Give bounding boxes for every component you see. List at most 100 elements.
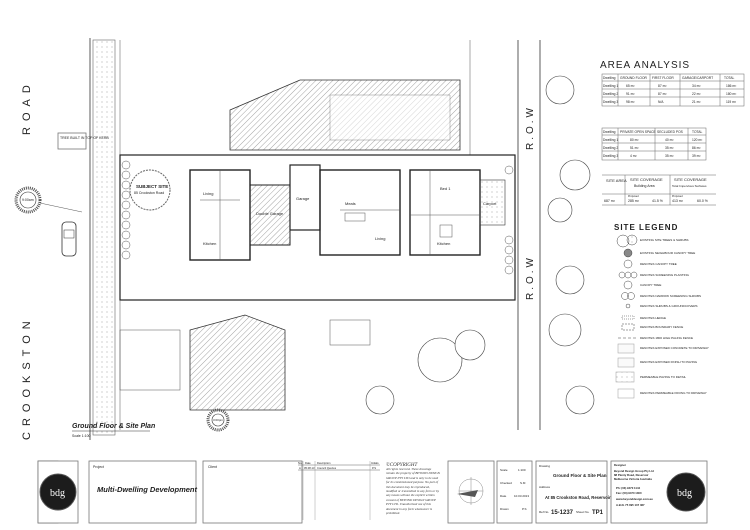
svg-text:34 m²: 34 m² — [692, 84, 701, 88]
legend-item: CANOPY TREE — [623, 280, 661, 290]
svg-text:SITE COVERAGE: SITE COVERAGE — [630, 177, 663, 182]
crookston-road: ROAD CROOKSTON TREE BUILT IN TOP OF KERB… — [14, 38, 116, 440]
svg-text:Meals: Meals — [345, 201, 356, 206]
legend-item: EXISTING NEIGHBOUR CANOPY TREE — [623, 248, 695, 258]
svg-text:At 85 Crookston Road, Reservoi: At 85 Crookston Road, Reservoir — [545, 495, 611, 500]
svg-text:10.03.2013: 10.03.2013 — [514, 494, 529, 498]
svg-text:87 m²: 87 m² — [658, 92, 667, 96]
svg-text:98 m²: 98 m² — [626, 100, 635, 104]
svg-text:Kitchen: Kitchen — [437, 241, 450, 246]
svg-text:Sheet No.: Sheet No. — [576, 510, 590, 514]
svg-text:SECLUDED POS: SECLUDED POS — [657, 130, 684, 134]
legend-item: DENOTES EXPOSED CONCRETE TO DRIVEWAY — [617, 343, 709, 354]
svg-text:1:100: 1:100 — [518, 468, 526, 472]
svg-text:Fax: (03) 9470 1300: Fax: (03) 9470 1300 — [616, 491, 642, 495]
svg-text:Ph: (03) 9470 1144: Ph: (03) 9470 1144 — [616, 486, 641, 490]
area-analysis-title: AREA ANALYSIS — [600, 60, 690, 71]
svg-text:Scale: Scale — [500, 468, 508, 472]
svg-text:15-1237: 15-1237 — [551, 510, 574, 516]
legend-item: DENOTES EXPOSED FINISH TO PAVING — [617, 357, 698, 368]
svg-text:Description: Description — [317, 461, 331, 465]
svg-text:Ref No.: Ref No. — [539, 510, 549, 514]
svg-text:65 m²: 65 m² — [626, 84, 635, 88]
footpath — [92, 39, 116, 436]
svg-text:N/A: N/A — [658, 100, 664, 104]
legend-item: DENOTES 1800 HIGH PALING FENCE — [618, 336, 693, 340]
svg-text:Proposed: Proposed — [672, 195, 683, 198]
svg-text:Client: Client — [208, 465, 217, 469]
svg-text:05.08.13: 05.08.13 — [304, 466, 315, 470]
svg-text:A: A — [299, 466, 301, 470]
svg-text:Project: Project — [93, 465, 104, 469]
svg-text:DENOTES NARROW SCREENING SHRUB: DENOTES NARROW SCREENING SHRUBS — [640, 294, 701, 298]
svg-text:91 m²: 91 m² — [626, 92, 635, 96]
svg-text:40 m²: 40 m² — [665, 138, 674, 142]
drawing-box — [535, 460, 608, 524]
road-name-top: ROAD — [21, 79, 33, 135]
svg-text:Total Impervious Surfaces: Total Impervious Surfaces — [672, 184, 707, 188]
svg-text:120 m²: 120 m² — [692, 138, 703, 142]
svg-text:S.M: S.M — [520, 481, 526, 485]
svg-text:DENOTES BOUNDARY FENCE: DENOTES BOUNDARY FENCE — [640, 325, 683, 329]
drawing-title: Ground Floor & Site Plan — [72, 423, 155, 430]
svg-text:51 m²: 51 m² — [630, 146, 639, 150]
svg-text:DENOTES SCREENING PLANTING: DENOTES SCREENING PLANTING — [640, 273, 690, 277]
north-arrow-icon — [447, 460, 495, 524]
svg-text:35 m²: 35 m² — [665, 146, 674, 150]
svg-text:Dwelling 2: Dwelling 2 — [603, 146, 618, 150]
legend-item: DENOTES SHRUBS & GROUNDCOVERS — [625, 303, 698, 309]
car-icon — [61, 221, 77, 257]
copyright-text: All rights reserved. These drawings rema… — [386, 467, 440, 516]
neighbour-house-south: 3:00pm — [119, 300, 486, 432]
svg-text:Date: Date — [305, 461, 311, 465]
legend-item: DENOTES BOUNDARY FENCE — [621, 323, 683, 331]
svg-text:285 m²: 285 m² — [628, 199, 640, 203]
street-note: TREE BUILT IN TOP OF KERB — [57, 132, 109, 150]
svg-text:86 m²: 86 m² — [692, 146, 701, 150]
site-legend: SITE LEGEND EXISTING SITE TREES & SHRUBS… — [614, 223, 709, 399]
svg-text:EXISTING SITE TREES & SHRUBS: EXISTING SITE TREES & SHRUBS — [640, 238, 688, 242]
project-box — [88, 460, 197, 524]
revision-table: No. Date Description Initials A 05.08.13… — [298, 461, 380, 520]
svg-text:DENOTES PERMEABLE PAVING TO DR: DENOTES PERMEABLE PAVING TO DRIVEWAY — [640, 391, 707, 395]
svg-text:85 Crookston Road: 85 Crookston Road — [134, 191, 164, 195]
svg-text:P.S: P.S — [372, 466, 376, 470]
svg-text:119 m²: 119 m² — [726, 100, 737, 104]
svg-text:DENOTES CANOPY TREE: DENOTES CANOPY TREE — [640, 262, 677, 266]
svg-text:Proposed: Proposed — [628, 195, 639, 198]
svg-text:88 Plenty Road, Reservoir: 88 Plenty Road, Reservoir — [614, 473, 649, 477]
sun-icon: 9:00am — [14, 186, 42, 214]
title-block: bdg Project Multi-Dwelling Development C… — [37, 460, 708, 524]
svg-text:4 m²: 4 m² — [630, 154, 637, 158]
svg-text:TREE BUILT IN TOP OF KERB: TREE BUILT IN TOP OF KERB — [60, 136, 109, 140]
drawing-scale: Scale 1:100 — [72, 434, 91, 438]
logo-left: bdg — [37, 460, 79, 524]
svg-text:Dwelling 3: Dwelling 3 — [603, 154, 618, 158]
svg-text:bdg: bdg — [50, 488, 65, 499]
svg-text:Living: Living — [375, 236, 385, 241]
svg-text:TOTAL: TOTAL — [692, 130, 702, 134]
svg-text:Building Area: Building Area — [634, 184, 655, 188]
pos-row: Dwelling 2 51 m² 35 m² 86 m² — [603, 146, 701, 150]
row-label-top: R.O.W — [525, 105, 536, 150]
svg-text:CANOPY TREE: CANOPY TREE — [640, 283, 661, 287]
svg-text:Carport: Carport — [483, 201, 497, 206]
svg-text:Kitchen: Kitchen — [203, 241, 216, 246]
svg-text:Double Garage: Double Garage — [256, 211, 284, 216]
svg-text:Bed 1: Bed 1 — [440, 186, 451, 191]
carport — [479, 179, 506, 226]
floor-area-table — [601, 73, 745, 107]
svg-text:Dwelling: Dwelling — [603, 130, 616, 134]
svg-text:41.5 %: 41.5 % — [652, 199, 663, 203]
svg-text:Dwelling: Dwelling — [603, 76, 616, 80]
area-analysis: AREA ANALYSIS Dwelling GROUND FLOOR FIRS… — [600, 60, 745, 206]
svg-text:3:00pm: 3:00pm — [213, 418, 224, 422]
svg-text:Dwelling 1: Dwelling 1 — [603, 138, 618, 142]
svg-text:9:00am: 9:00am — [22, 198, 34, 202]
svg-text:687 m²: 687 m² — [604, 199, 616, 203]
